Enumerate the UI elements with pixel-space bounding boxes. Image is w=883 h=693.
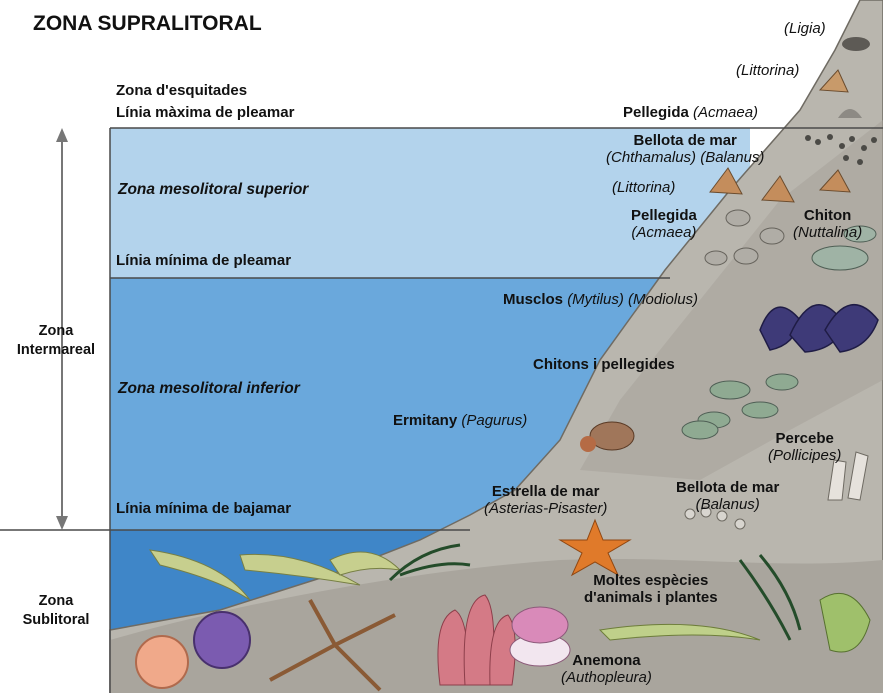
littorina-mid-sci: (Littorina)	[612, 179, 675, 196]
estrella-label: Estrella de mar (Asterias-Pisaster)	[484, 483, 607, 517]
ermitany-name: Ermitany	[393, 412, 457, 429]
moltes-line1: Moltes espècies	[584, 572, 718, 589]
sublittoral-zone-label: Zona Sublitoral	[4, 592, 108, 630]
pellegida-top-name: Pellegida	[623, 104, 689, 121]
percebe-label: Percebe (Pollicipes)	[768, 430, 841, 464]
spray-zone-label: Zona d'esquitades	[116, 82, 247, 99]
bellota-low-sci: (Balanus)	[696, 496, 760, 513]
pink-urchin	[136, 636, 188, 688]
page-title: ZONA SUPRALITORAL	[33, 12, 262, 36]
bellota-top-sci-1: (Chthamalus)	[606, 149, 696, 166]
chiton-label: Chiton (Nuttalina)	[793, 207, 862, 241]
intertidal-label-line2: Intermareal	[4, 341, 108, 360]
littorina-mid-label: (Littorina)	[612, 179, 675, 196]
pellegida-mid-sci: (Acmaea)	[631, 224, 696, 241]
littorina-top-label: (Littorina)	[736, 62, 799, 79]
musclos-label: Musclos (Mytilus) (Modiolus)	[503, 291, 698, 308]
bellota-top-label: Bellota de mar (Chthamalus) (Balanus)	[606, 132, 764, 166]
ligia-sci: (Ligia)	[784, 20, 826, 37]
musclos-sci-2: (Modiolus)	[628, 291, 698, 308]
ermitany-sci: (Pagurus)	[461, 412, 527, 429]
sublittoral-label-line1: Zona	[4, 592, 108, 611]
ligia-isopod	[842, 37, 870, 51]
ermitany-label: Ermitany (Pagurus)	[393, 412, 527, 429]
intertidal-label-line1: Zona	[4, 322, 108, 341]
anemona-label: Anemona (Authopleura)	[561, 652, 652, 686]
upper-mesolittoral-label: Zona mesolitoral superior	[118, 181, 308, 199]
max-high-tide-label: Línia màxima de pleamar	[116, 104, 294, 121]
lower-mesolittoral-label: Zona mesolitoral inferior	[118, 380, 300, 398]
arrow-head-down	[56, 516, 68, 530]
percebe-name: Percebe	[768, 430, 841, 447]
intertidal-zone-label: Zona Intermareal	[4, 322, 108, 360]
min-high-tide-label: Línia mínima de pleamar	[116, 252, 291, 269]
musclos-name: Musclos	[503, 291, 563, 308]
bellota-top-name: Bellota de mar	[606, 132, 764, 149]
sublittoral-label-line2: Sublitoral	[4, 611, 108, 630]
pellegida-top-sci: (Acmaea)	[693, 104, 758, 121]
anemona-name: Anemona	[561, 652, 652, 669]
min-low-tide-label: Línia mínima de bajamar	[116, 500, 291, 517]
moltes-label: Moltes espècies d'animals i plantes	[584, 572, 718, 606]
purple-urchin	[194, 612, 250, 668]
chiton-name: Chiton	[793, 207, 862, 224]
pellegida-top-label: Pellegida (Acmaea)	[623, 104, 758, 121]
estrella-sci: (Asterias-Pisaster)	[484, 500, 607, 517]
ligia-label: (Ligia)	[784, 20, 826, 37]
mussel-bed	[760, 305, 878, 352]
pellegida-mid-name: Pellegida	[631, 207, 697, 224]
pellegida-mid-label: Pellegida (Acmaea)	[631, 207, 697, 241]
estrella-name: Estrella de mar	[484, 483, 607, 500]
anemona-sci: (Authopleura)	[561, 669, 652, 686]
percebe-sci: (Pollicipes)	[768, 447, 841, 464]
bellota-low-name: Bellota de mar	[676, 479, 779, 496]
bellota-low-label: Bellota de mar (Balanus)	[676, 479, 779, 513]
bellota-top-sci-2: (Balanus)	[700, 149, 764, 166]
chiton-sci: (Nuttalina)	[793, 224, 862, 241]
littorina-top-sci: (Littorina)	[736, 62, 799, 79]
moltes-line2: d'animals i plantes	[584, 589, 718, 606]
musclos-sci-1: (Mytilus)	[567, 291, 624, 308]
chitons-pellegides-label: Chitons i pellegides	[533, 356, 675, 373]
arrow-head-up	[56, 128, 68, 142]
